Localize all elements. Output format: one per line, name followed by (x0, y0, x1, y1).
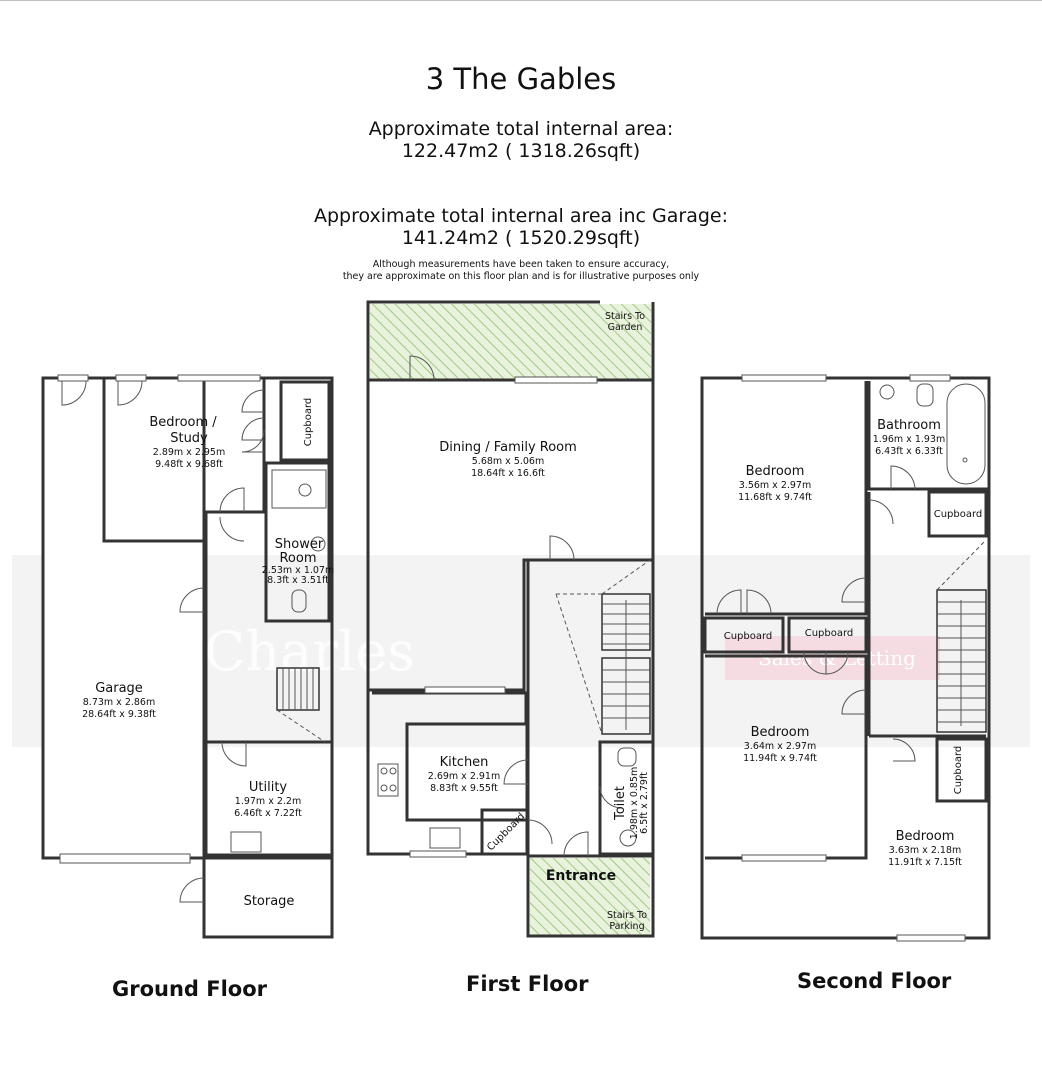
bedroom3-dim-ft: 11.91ft x 7.15ft (888, 857, 962, 868)
cupboard-small-label: Cupboard (953, 746, 964, 795)
kitchen-dim-m: 2.69m x 2.91m (428, 771, 500, 782)
first-cupboard-label: Cupboard (485, 811, 527, 853)
second-floor-details (716, 374, 987, 942)
bathroom-dim-m: 1.96m x 1.93m (873, 434, 945, 445)
dining-dim-m: 5.68m x 5.06m (472, 456, 544, 467)
ground-floor-plan (41, 376, 334, 939)
area-value: 122.47m2 ( 1318.26sqft) (401, 140, 641, 162)
bedroom2-name: Bedroom (751, 725, 810, 740)
shower-room-name-1: Shower (275, 537, 324, 552)
cupboard-a-label: Cupboard (724, 631, 773, 642)
shower-room-dim-ft: 8.3ft x 3.51ft (267, 575, 329, 586)
bedroom1-name: Bedroom (746, 464, 805, 479)
toilet-dim-ft: 6.5ft x 2.79ft (639, 772, 650, 834)
stairs-parking-line-2: Parking (609, 921, 644, 932)
kitchen-dim-ft: 8.83ft x 9.55ft (430, 783, 498, 794)
disclaimer-line-1: Although measurements have been taken to… (372, 259, 670, 270)
area-garage-label: Approximate total internal area inc Gara… (313, 205, 729, 227)
ground-floor-details (57, 374, 327, 903)
toilet-dim-m: 1.98m x 0.85m (629, 767, 640, 839)
dining-dim-ft: 18.64ft x 16.6ft (471, 468, 545, 479)
first-floor-label: First Floor (466, 972, 589, 996)
plan-title: 3 The Gables (425, 62, 617, 96)
top-divider (0, 0, 1042, 1)
bedroom-study-dim-m: 2.89m x 2.95m (153, 447, 225, 458)
bedroom-study-name-1: Bedroom / (149, 415, 217, 430)
garage-dim-m: 8.73m x 2.86m (83, 697, 155, 708)
bedroom-study-dim-ft: 9.48ft x 9.68ft (155, 459, 223, 470)
garage-dim-ft: 28.64ft x 9.38ft (82, 709, 156, 720)
bedroom1-dim-m: 3.56m x 2.97m (739, 480, 811, 491)
ground-floor-label: Ground Floor (112, 977, 268, 1001)
utility-dim-ft: 6.46ft x 7.22ft (234, 808, 302, 819)
kitchen-name: Kitchen (440, 755, 489, 770)
bedroom2-dim-m: 3.64m x 2.97m (744, 741, 816, 752)
ground-cupboard-label: Cupboard (303, 398, 314, 447)
shower-room-name-2: Room (279, 551, 316, 566)
second-floor-label: Second Floor (797, 969, 952, 993)
bedroom3-name: Bedroom (896, 829, 955, 844)
toilet-name: Toilet (613, 786, 628, 821)
disclaimer: Although measurements have been taken to… (0, 259, 1042, 283)
entrance-name: Entrance (546, 868, 616, 884)
bedroom3-dim-m: 3.63m x 2.18m (889, 845, 961, 856)
bathroom-name: Bathroom (877, 418, 941, 433)
garage-name: Garage (95, 681, 143, 696)
shower-room-dim-m: 2.53m x 1.07m (262, 565, 334, 576)
ground-floor-labels: Cupboard Bedroom / Study 2.89m x 2.95m 9… (82, 398, 334, 909)
bedroom1-dim-ft: 11.68ft x 9.74ft (738, 492, 812, 503)
stairs-garden-line-2: Garden (608, 322, 643, 333)
stairs-garden-line-1: Stairs To (605, 311, 645, 322)
utility-dim-m: 1.97m x 2.2m (235, 796, 301, 807)
first-floor-plan (366, 300, 655, 938)
second-floor-labels: Bedroom 3.56m x 2.97m 11.68ft x 9.74ft B… (724, 418, 983, 868)
stairs-parking-line-1: Stairs To (607, 910, 647, 921)
dining-name: Dining / Family Room (439, 440, 577, 455)
cupboard-right-label: Cupboard (934, 509, 983, 520)
disclaimer-line-2: they are approximate on this floor plan … (342, 271, 700, 282)
utility-name: Utility (249, 780, 288, 795)
second-floor-plan (700, 376, 991, 940)
area-label: Approximate total internal area: (368, 118, 674, 140)
cupboard-b-label: Cupboard (805, 628, 854, 639)
bedroom-study-name-2: Study (170, 431, 208, 446)
area-garage-value: 141.24m2 ( 1520.29sqft) (401, 227, 641, 249)
storage-name: Storage (244, 894, 295, 909)
bathroom-dim-ft: 6.43ft x 6.33ft (875, 446, 943, 457)
bedroom2-dim-ft: 11.94ft x 9.74ft (743, 753, 817, 764)
